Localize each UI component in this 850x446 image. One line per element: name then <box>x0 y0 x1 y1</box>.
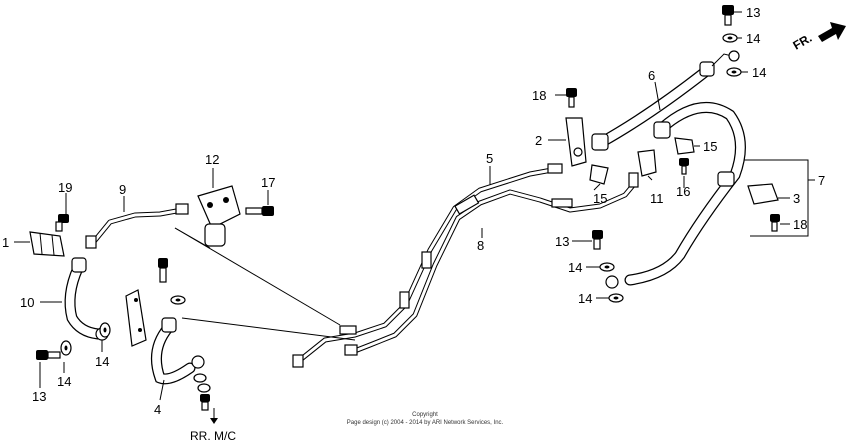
bolt-19[interactable] <box>55 214 69 232</box>
bolt-13-top[interactable] <box>722 5 734 26</box>
front-label: FR. <box>791 31 815 53</box>
label-15-a: 15 <box>703 139 717 154</box>
washer-14-a[interactable] <box>722 33 738 43</box>
pipe-end-fitting <box>292 163 639 368</box>
pipe-clamp <box>339 194 573 335</box>
label-14-f: 14 <box>95 354 109 369</box>
lower-bolt-washers <box>193 373 211 411</box>
label-19: 19 <box>58 180 72 195</box>
bolt-13-mid[interactable] <box>592 230 603 250</box>
label-4: 4 <box>154 402 161 417</box>
label-12: 12 <box>205 152 219 167</box>
label-14-e: 14 <box>57 374 71 389</box>
washer-upper-left <box>170 295 186 305</box>
label-15-b: 15 <box>593 191 607 206</box>
brake-pipe-9[interactable] <box>85 203 189 249</box>
brake-pipe-5[interactable] <box>297 167 555 363</box>
label-18-b: 18 <box>793 217 807 232</box>
copyright-notice: Page design (c) 2004 - 2014 by ARI Netwo… <box>347 420 504 426</box>
label-14-a: 14 <box>746 31 760 46</box>
label-13-bot: 13 <box>32 389 46 404</box>
label-6: 6 <box>648 68 655 83</box>
label-14-d: 14 <box>578 291 592 306</box>
label-14-b: 14 <box>752 65 766 80</box>
leader-lines <box>14 11 815 401</box>
label-3: 3 <box>793 191 800 206</box>
bolt-18-a[interactable] <box>566 88 577 108</box>
label-13-mid: 13 <box>555 234 569 249</box>
washer-14-e[interactable] <box>60 340 72 356</box>
label-2: 2 <box>535 133 542 148</box>
down-arrow-icon <box>210 418 218 424</box>
clip-15-lower[interactable] <box>589 164 609 185</box>
bolt-13-bot[interactable] <box>36 350 61 360</box>
label-10: 10 <box>20 295 34 310</box>
front-arrow-icon <box>818 22 846 42</box>
label-14-c: 14 <box>568 260 582 275</box>
brake-hose-4[interactable] <box>150 317 205 385</box>
bracket-11[interactable] <box>637 149 657 177</box>
front-direction-indicator: FR. <box>791 22 846 53</box>
label-11: 11 <box>650 191 664 206</box>
bolt-18-b[interactable] <box>770 214 780 232</box>
brake-hose-6[interactable] <box>591 50 740 151</box>
label-5: 5 <box>486 151 493 166</box>
label-18-a: 18 <box>532 88 546 103</box>
bracket-2[interactable] <box>565 117 587 167</box>
washer-14-c[interactable] <box>599 262 615 272</box>
hose-bracket <box>125 289 147 347</box>
washer-14-b[interactable] <box>726 67 742 77</box>
label-7: 7 <box>818 173 825 188</box>
label-17: 17 <box>261 175 275 190</box>
washer-14-d[interactable] <box>608 293 624 303</box>
clamp-3[interactable] <box>747 183 779 205</box>
label-9: 9 <box>119 182 126 197</box>
label-1: 1 <box>2 235 9 250</box>
rear-master-cylinder-callout: RR. M/C <box>190 408 236 443</box>
label-13-top: 13 <box>746 5 760 20</box>
copyright-title: Copyright <box>412 412 438 418</box>
bolt-17[interactable] <box>245 206 274 216</box>
rear-master-cylinder-label: RR. M/C <box>190 429 236 443</box>
bolt-upper-left <box>158 258 168 283</box>
proportioning-valve-12[interactable] <box>174 185 241 249</box>
brake-pipe-8[interactable] <box>349 180 638 355</box>
washer-14-f[interactable] <box>99 322 111 338</box>
brake-hose-7[interactable] <box>605 102 746 289</box>
label-8: 8 <box>477 238 484 253</box>
brake-hose-10[interactable] <box>64 257 109 341</box>
clamp-1[interactable] <box>29 231 65 257</box>
clip-15-upper[interactable] <box>674 137 695 155</box>
label-16: 16 <box>676 184 690 199</box>
bolt-16[interactable] <box>679 158 689 175</box>
